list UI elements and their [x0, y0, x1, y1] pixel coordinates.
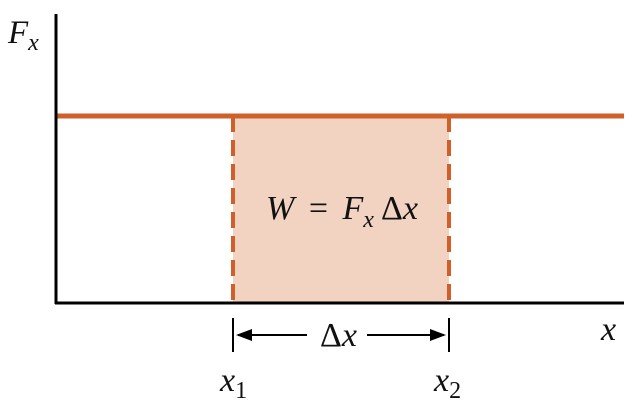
- interval-delta-symbol: Δ: [320, 317, 342, 354]
- force-symbol: F: [342, 190, 365, 227]
- x2-symbol: x: [433, 362, 449, 399]
- interval-arrowhead-right: [430, 329, 446, 341]
- interval-arrowhead-left: [236, 329, 252, 341]
- x-axis-label: x: [600, 311, 616, 348]
- x1-subscript: 1: [235, 378, 247, 404]
- equation-delta-variable: x: [402, 190, 418, 227]
- y-axis-subscript: x: [27, 30, 39, 56]
- x1-symbol: x: [219, 362, 235, 399]
- interval-label: Δx: [320, 317, 357, 354]
- y-axis-symbol: F: [7, 15, 29, 51]
- y-axis-label: Fx: [7, 15, 39, 56]
- force-subscript: x: [362, 207, 374, 233]
- x2-label: x2: [433, 362, 461, 404]
- equation-delta-symbol: Δ: [381, 190, 403, 227]
- equals-sign: =: [309, 190, 328, 227]
- x2-subscript: 2: [449, 378, 461, 404]
- x1-label: x1: [219, 362, 247, 404]
- work-area-rectangle: [233, 116, 449, 303]
- interval-delta-variable: x: [341, 317, 357, 354]
- work-symbol: W: [266, 190, 297, 227]
